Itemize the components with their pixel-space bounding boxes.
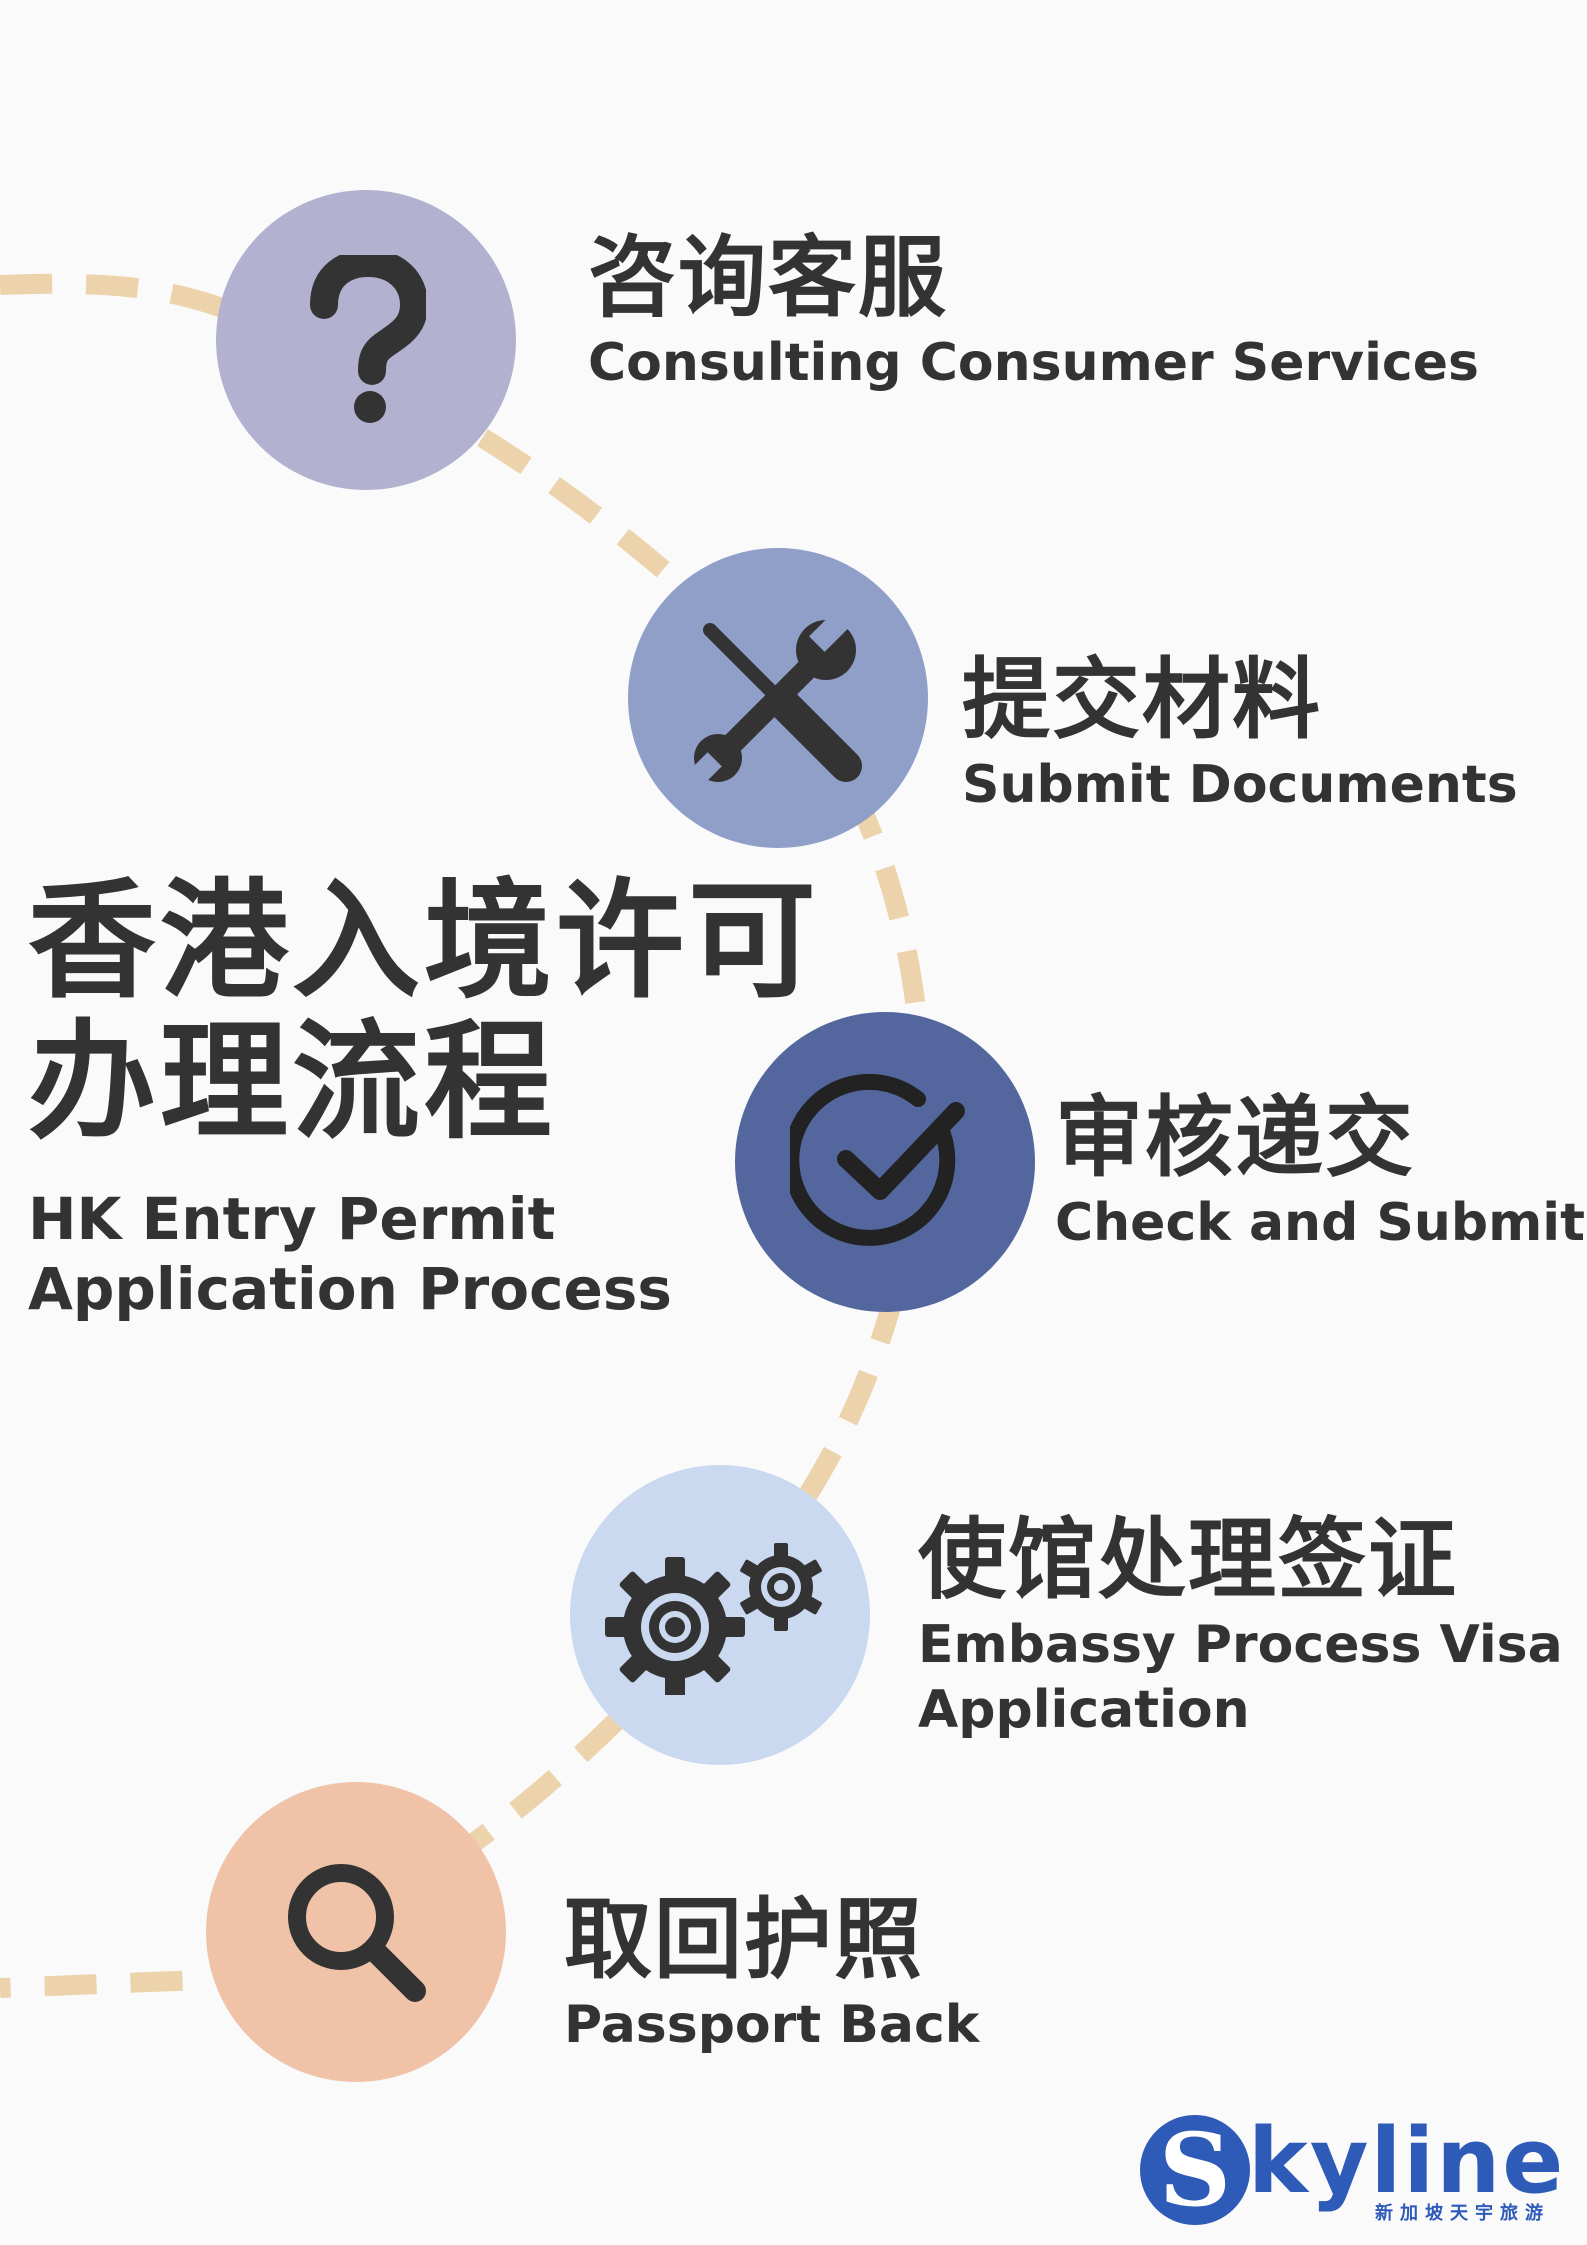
page-title: 香港入境许可 办理流程 HK Entry Permit Application … (28, 867, 821, 1326)
step-1-en-label: Consulting Consumer Services (588, 332, 1479, 393)
question-mark-icon (310, 255, 426, 423)
step-4-zh-label: 使馆处理签证 (918, 1508, 1459, 1611)
logo-mark: S (1140, 2111, 1250, 2229)
logo-subtitle: 新加坡天宇旅游 (1375, 2203, 1550, 2224)
step-1-zh-label: 咨询客服 (588, 226, 949, 329)
check-circle-icon (790, 1073, 965, 1246)
title-zh-line-2: 办理流程 (28, 1007, 557, 1157)
logo-wordmark: kyline (1248, 2109, 1566, 2214)
step-3-en-label: Check and Submit (1055, 1192, 1585, 1253)
gears-icon (605, 1543, 822, 1695)
step-3-zh-label: 审核递交 (1055, 1086, 1416, 1189)
step-3-text: 审核递交 Check and Submit (1055, 1086, 1585, 1256)
step-4-circle (570, 1465, 870, 1765)
title-en-line-2: Application Process (28, 1255, 672, 1324)
step-2-en-label: Submit Documents (962, 754, 1518, 815)
step-2-circle (628, 548, 928, 848)
step-2-text: 提交材料 Submit Documents (962, 648, 1518, 818)
step-1-text: 咨询客服 Consulting Consumer Services (588, 226, 1479, 396)
tools-icon (688, 608, 862, 788)
step-4-en-label: Embassy Process Visa Application (918, 1614, 1563, 1740)
step-5-en-label: Passport Back (564, 1994, 980, 2055)
title-zh-line-1: 香港入境许可 (28, 867, 821, 1016)
step-1-circle (216, 190, 516, 490)
skyline-logo: S kyline 新加坡天宇旅游 (1140, 2109, 1563, 2229)
step-2-zh-label: 提交材料 (962, 648, 1323, 751)
step-5-zh-label: 取回护照 (564, 1888, 925, 1991)
title-en-line-1: HK Entry Permit (28, 1184, 556, 1253)
step-5-circle (206, 1782, 506, 2082)
step-4-text: 使馆处理签证 Embassy Process Visa Application (918, 1508, 1578, 1743)
title-en-text: HK Entry Permit Application Process (28, 1184, 820, 1326)
search-icon (288, 1864, 426, 2002)
step-5-text: 取回护照 Passport Back (564, 1888, 980, 2058)
step-3-circle (735, 1012, 1035, 1312)
